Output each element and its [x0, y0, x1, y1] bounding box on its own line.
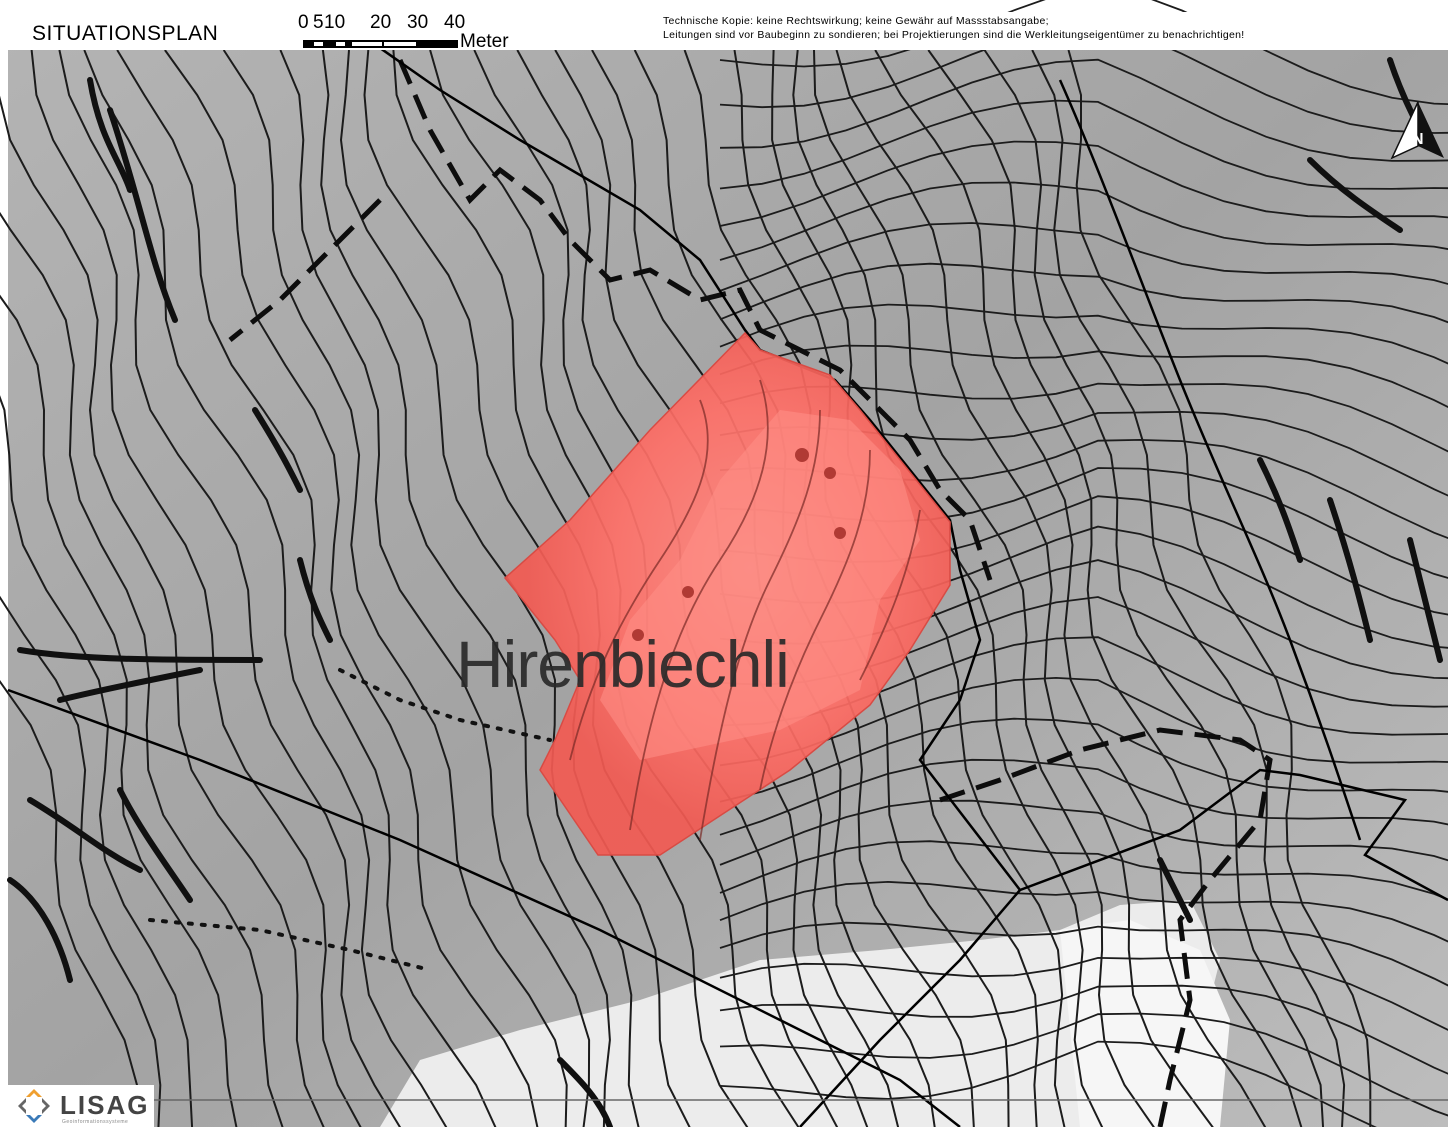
north-arrow-icon: N	[1390, 101, 1444, 160]
contour-line	[719, 140, 1448, 227]
contour-line	[164, 49, 539, 1127]
contour-line	[719, 676, 1448, 767]
contour-line	[927, 49, 1303, 1127]
contour-line	[1067, 49, 1372, 1127]
scale-label-40: 40	[444, 12, 466, 33]
contour-line	[874, 49, 1267, 1127]
contour-line	[719, 303, 1448, 365]
logo-background	[8, 1085, 154, 1127]
contour-line	[719, 181, 1448, 261]
contour-line	[30, 49, 362, 1127]
contour-line	[719, 880, 1448, 943]
disclaimer-line-1: Technische Kopie: keine Rechtswirkung; k…	[663, 15, 1049, 27]
map-title: SITUATIONSPLAN	[32, 22, 219, 45]
contour-line	[792, 49, 1104, 1127]
contour-line	[719, 956, 1448, 1031]
contour-line	[0, 595, 162, 1127]
header-background	[8, 12, 1448, 50]
parcel-boundaries	[7, 46, 1448, 1127]
contour-line	[279, 49, 591, 1127]
contour-line	[719, 717, 1448, 803]
contour-line	[0, 395, 194, 1127]
disclaimer-line-2: Leitungen sind vor Baubeginn zu sondiere…	[663, 29, 1245, 41]
cliff-hachures	[7, 57, 1443, 1127]
place-name-label: Hirenbiechli	[456, 627, 790, 701]
contour-line	[222, 49, 568, 1127]
survey-points	[632, 448, 846, 641]
scale-bar	[303, 40, 458, 48]
contour-line	[0, 95, 325, 1127]
contour-line	[719, 758, 1448, 836]
contour-line	[719, 99, 1448, 190]
contour-line	[719, 840, 1448, 901]
contour-line	[719, 382, 1448, 453]
logo-name: LISAG	[60, 1090, 150, 1120]
contour-line	[719, 0, 1448, 106]
contour-line	[719, 222, 1448, 292]
parcel-inner-light	[600, 410, 920, 760]
contour-line	[719, 58, 1448, 162]
scale-label-5: 5	[313, 12, 324, 33]
parcel-contours	[569, 379, 921, 841]
scale-label-20: 20	[370, 12, 392, 33]
contour-line	[0, 679, 139, 1127]
scale-unit: Meter	[460, 31, 509, 52]
scale-label-10: 10	[324, 12, 346, 33]
scale-label-0: 0	[298, 12, 309, 33]
contour-line	[719, 984, 1448, 1075]
disclaimer: Technische Kopie: keine Rechtswirkung; k…	[663, 14, 1245, 42]
contour-line	[83, 49, 448, 1127]
svg-text:N: N	[1412, 131, 1424, 148]
scale-label-30: 30	[407, 12, 429, 33]
contour-line	[813, 49, 1155, 1127]
contour-line	[719, 799, 1448, 866]
contour-line	[719, 344, 1448, 408]
logo-subtitle: Geoinformationssysteme	[62, 1119, 129, 1125]
contour-line	[0, 294, 238, 1127]
contour-line	[835, 49, 1214, 1127]
lisag-logo-icon	[18, 1089, 50, 1123]
contour-line	[320, 49, 611, 1127]
contour-line	[719, 262, 1448, 324]
contour-line	[983, 49, 1325, 1127]
contour-line	[0, 211, 284, 1127]
trail-dotted	[148, 668, 552, 972]
bright-terrain-area	[380, 900, 1220, 1127]
contour-line	[719, 921, 1448, 987]
contour-line	[719, 1040, 1377, 1127]
footpath-dashed	[228, 59, 1273, 1127]
